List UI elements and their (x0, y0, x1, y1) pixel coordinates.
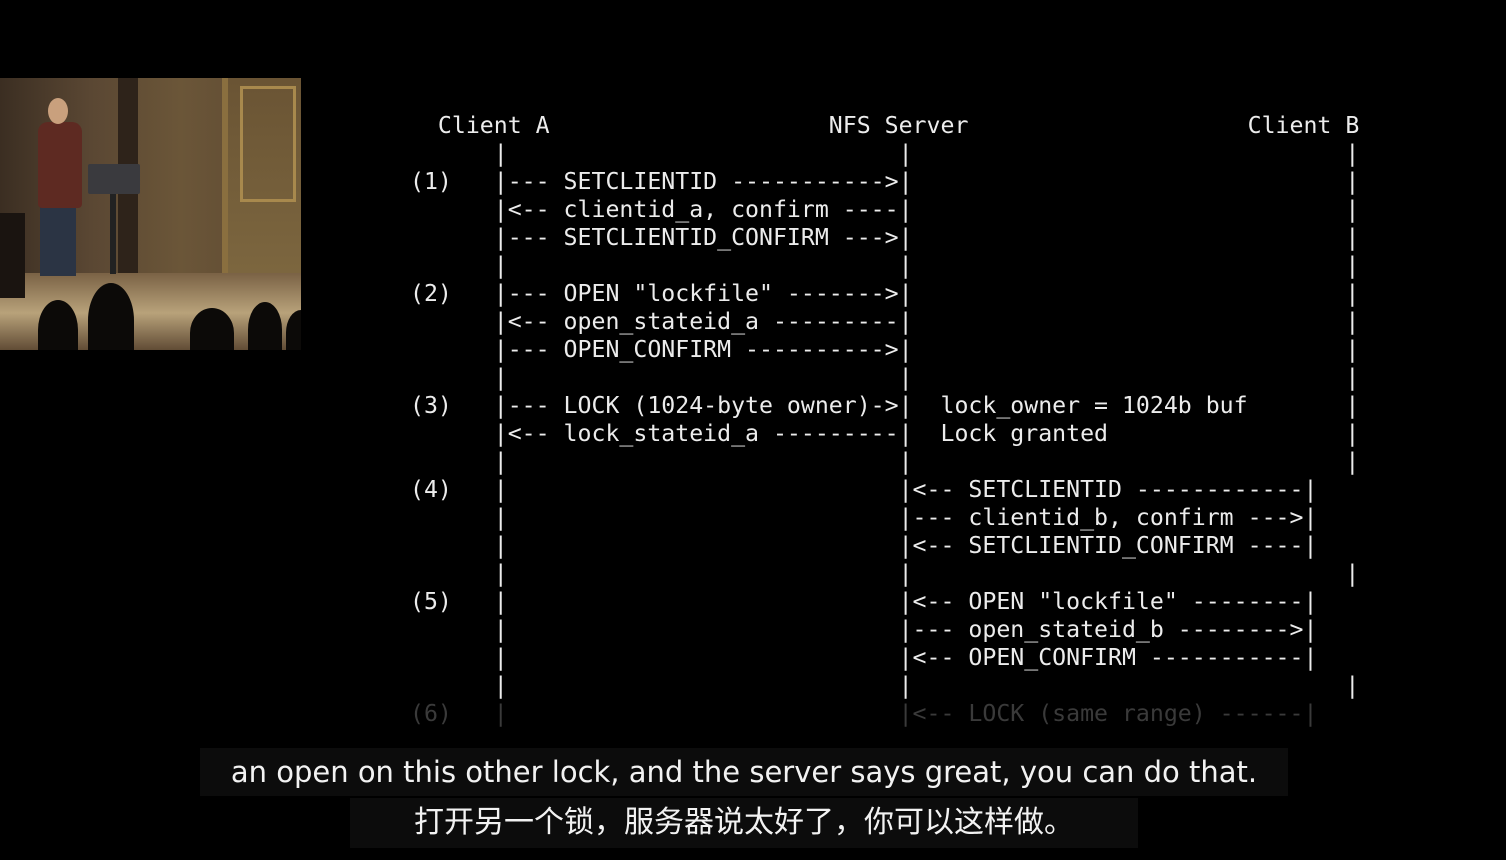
diagram-line: (3) |--- LOCK (1024-byte owner)->| lock_… (410, 392, 1360, 419)
diagram-line: (5) | |<-- OPEN "lockfile" --------| (410, 588, 1318, 615)
speaker-head (48, 98, 68, 124)
diagram-line: |<-- lock_stateid_a ---------| Lock gran… (410, 420, 1360, 447)
diagram-line: | | | (410, 364, 1360, 391)
ornate-frame (222, 78, 301, 293)
diagram-line: |--- OPEN_CONFIRM ---------->| | (410, 336, 1360, 363)
diagram-line: (6) | |<-- LOCK (same range) ------| (410, 700, 1318, 727)
speaker-video-inset (0, 78, 301, 350)
audience-head (286, 310, 301, 350)
nfs-lock-sequence-diagram: Client A NFS Server Client B | | |(1) |-… (410, 112, 1359, 728)
diagram-line: (2) |--- OPEN "lockfile" ------->| | (410, 280, 1360, 307)
diagram-line: Client A NFS Server Client B (410, 112, 1360, 139)
diagram-line: | |--- clientid_b, confirm --->| (410, 504, 1318, 531)
laptop-stand (110, 194, 116, 274)
diagram-line: | | | (410, 140, 1360, 167)
speaker-legs (40, 206, 76, 276)
diagram-line: (4) | |<-- SETCLIENTID ------------| (410, 476, 1318, 503)
diagram-line: | | | (410, 252, 1360, 279)
audience-head (88, 283, 134, 350)
diagram-line: | |<-- SETCLIENTID_CONFIRM ----| (410, 532, 1318, 559)
subtitle-chinese: 打开另一个锁，服务器说太好了，你可以这样做。 (350, 798, 1138, 848)
diagram-line: | |<-- OPEN_CONFIRM -----------| (410, 644, 1318, 671)
diagram-line: |<-- open_stateid_a ---------| | (410, 308, 1360, 335)
audience-head (248, 302, 282, 350)
laptop (88, 164, 140, 194)
speaker-body (38, 122, 82, 208)
audience-head (190, 308, 234, 350)
diagram-line: | | | (410, 448, 1360, 475)
diagram-line: |<-- clientid_a, confirm ----| | (410, 196, 1360, 223)
diagram-line: (1) |--- SETCLIENTID ----------->| | (410, 168, 1360, 195)
subtitle-english: an open on this other lock, and the serv… (200, 748, 1288, 796)
podium (0, 213, 25, 298)
diagram-line: | |--- open_stateid_b -------->| (410, 616, 1318, 643)
audience-head (38, 300, 78, 350)
diagram-line: | | | (410, 672, 1360, 699)
diagram-line: |--- SETCLIENTID_CONFIRM --->| | (410, 224, 1360, 251)
diagram-line: | | | (410, 560, 1360, 587)
ornate-frame-inner (240, 86, 296, 202)
